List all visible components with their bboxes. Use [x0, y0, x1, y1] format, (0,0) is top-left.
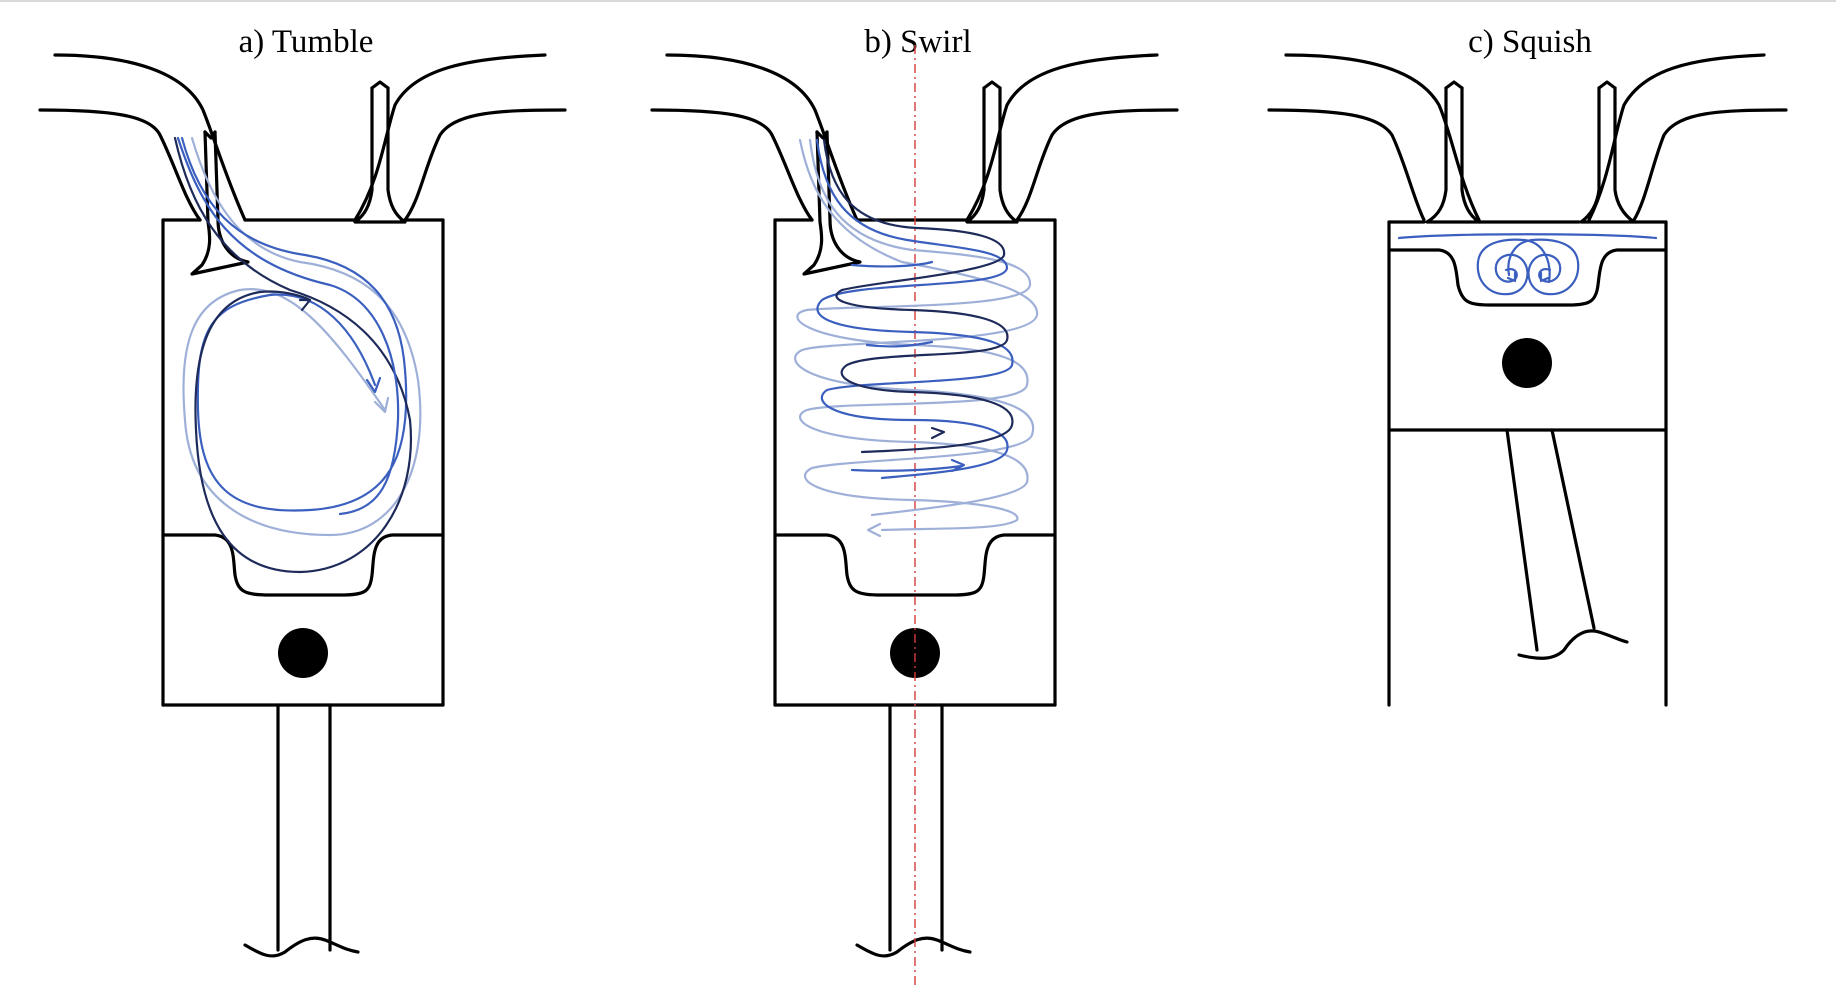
tumble-arrowhead-light — [373, 396, 390, 414]
intake-port-upper-wall — [665, 53, 859, 222]
panel-title-tumble: a) Tumble — [238, 24, 374, 60]
swirl-diagram — [650, 45, 1179, 985]
exhaust-port-lower-wall — [1632, 108, 1788, 222]
intake-valve-arrow — [203, 130, 217, 140]
connecting-rod — [1505, 428, 1596, 652]
squish-vortex-left — [1476, 238, 1551, 296]
exhaust-valve-arrow — [1597, 80, 1617, 90]
tumble-flow-dark — [173, 136, 413, 574]
intake-port-lower-wall — [650, 108, 814, 222]
connecting-rod — [276, 703, 332, 952]
panel-title-squish: c) Squish — [1468, 24, 1592, 60]
swirl-arrowhead-dark — [930, 426, 946, 440]
wrist-pin — [278, 628, 328, 678]
piston-crown-bowl — [161, 533, 445, 597]
exhaust-valve — [1579, 86, 1636, 224]
exhaust-valve-arrow — [982, 80, 1002, 90]
intake-valve — [1425, 86, 1481, 224]
intake-valve — [190, 130, 250, 276]
exhaust-port-lower-wall — [1015, 108, 1179, 222]
intake-valve — [802, 130, 862, 276]
swirl-flow-light-2 — [794, 138, 1039, 532]
wrist-pin — [1502, 338, 1552, 388]
intake-port-upper-wall — [1284, 53, 1481, 222]
top-border-line — [0, 0, 1836, 2]
squish-arrowhead-left — [1506, 271, 1517, 283]
intake-valve-arrow — [1444, 80, 1464, 90]
tumble-arrowhead-mid — [365, 376, 382, 394]
connecting-rod — [888, 703, 944, 952]
squish-arrowhead-right — [1539, 271, 1550, 283]
panel-tumble: a) Tumble — [0, 0, 612, 1008]
exhaust-port-upper-wall — [965, 53, 1159, 222]
intake-port-lower-wall — [1267, 108, 1426, 222]
exhaust-valve-arrow — [370, 80, 390, 90]
squish-vortex-right — [1507, 238, 1580, 296]
squish-flow-top — [1397, 233, 1658, 240]
intake-port-lower-wall — [38, 108, 202, 222]
swirl-flow-dark — [822, 138, 1014, 454]
panel-title-swirl: b) Swirl — [864, 24, 972, 60]
exhaust-port-upper-wall — [353, 53, 547, 222]
crank-break-line — [243, 936, 360, 958]
exhaust-port-lower-wall — [403, 108, 567, 222]
piston-crown-bowl — [1387, 248, 1668, 307]
tumble-flow-mid-2 — [176, 136, 400, 516]
exhaust-port-upper-wall — [1587, 53, 1766, 222]
intake-valve-arrow — [815, 130, 829, 140]
intake-port-upper-wall — [53, 53, 247, 222]
tumble-diagram — [38, 53, 567, 958]
tumble-flow-light — [182, 136, 422, 537]
swirl-arrowhead-light — [866, 522, 882, 538]
squish-diagram — [1267, 53, 1788, 707]
swirl-flow-mid-inner — [850, 260, 964, 472]
exhaust-valve — [353, 86, 407, 224]
crank-break-line — [855, 936, 972, 958]
tumble-arrowhead-dark — [298, 298, 312, 312]
exhaust-valve — [965, 86, 1019, 224]
tumble-flow-mid — [180, 136, 408, 512]
panel-swirl: b) Swirl — [612, 0, 1224, 1008]
crank-break-line — [1517, 629, 1629, 660]
swirl-arrowhead-mid — [950, 458, 966, 473]
swirl-flow-mid — [815, 138, 1014, 480]
panel-squish: c) Squish — [1224, 0, 1836, 1008]
piston-crown-bowl — [773, 533, 1057, 597]
